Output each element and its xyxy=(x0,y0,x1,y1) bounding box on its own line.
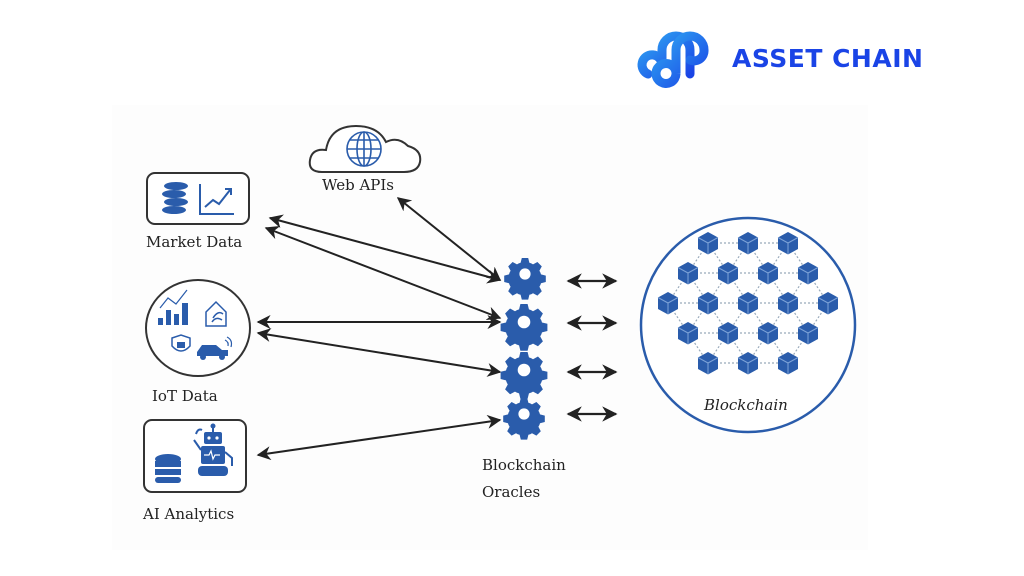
connected-car-icon xyxy=(197,336,233,360)
oracles-label-line2: Oracles xyxy=(482,483,541,501)
linked-loops-logo-icon xyxy=(637,31,709,88)
data-flow-arrows xyxy=(256,197,502,461)
brand-name: ASSET CHAIN xyxy=(732,43,924,73)
arrow-iot-oracle3 xyxy=(256,328,502,377)
bar-chart-icon xyxy=(158,289,188,325)
line-chart-up-icon xyxy=(199,184,234,215)
market-data-node xyxy=(146,172,250,225)
arrow-webapi-oracle1 xyxy=(396,197,502,281)
web-apis-node xyxy=(308,124,422,173)
iot-data-label: IoT Data xyxy=(152,387,218,405)
ai-analytics-node xyxy=(143,419,247,493)
database-icon xyxy=(155,454,181,483)
blockchain-label: Blockchain xyxy=(704,396,788,414)
iot-data-node xyxy=(145,279,251,377)
market-data-label: Market Data xyxy=(146,233,243,251)
coin-stack-icon xyxy=(162,182,188,214)
gear-icon xyxy=(504,258,546,300)
oracle-blockchain-arrows xyxy=(566,273,618,422)
gear-icon xyxy=(503,398,545,440)
blockchain-node xyxy=(639,216,857,434)
smart-home-icon xyxy=(205,300,227,327)
shield-lock-icon xyxy=(171,334,191,352)
web-apis-label: Web APIs xyxy=(322,176,394,194)
oracles-label-line1: Blockchain xyxy=(482,456,566,474)
brand-logo: ASSET CHAIN xyxy=(636,28,923,88)
oracle-gears xyxy=(500,258,548,440)
arrow-market-oracle1 xyxy=(268,214,502,284)
ai-analytics-label: AI Analytics xyxy=(143,505,235,523)
gear-icon xyxy=(500,352,548,399)
arrow-ai-oracle4 xyxy=(256,414,502,461)
globe-icon xyxy=(346,131,382,167)
robot-icon xyxy=(193,423,233,476)
gear-icon xyxy=(500,304,548,351)
arrow-market-oracle2 xyxy=(264,225,502,321)
